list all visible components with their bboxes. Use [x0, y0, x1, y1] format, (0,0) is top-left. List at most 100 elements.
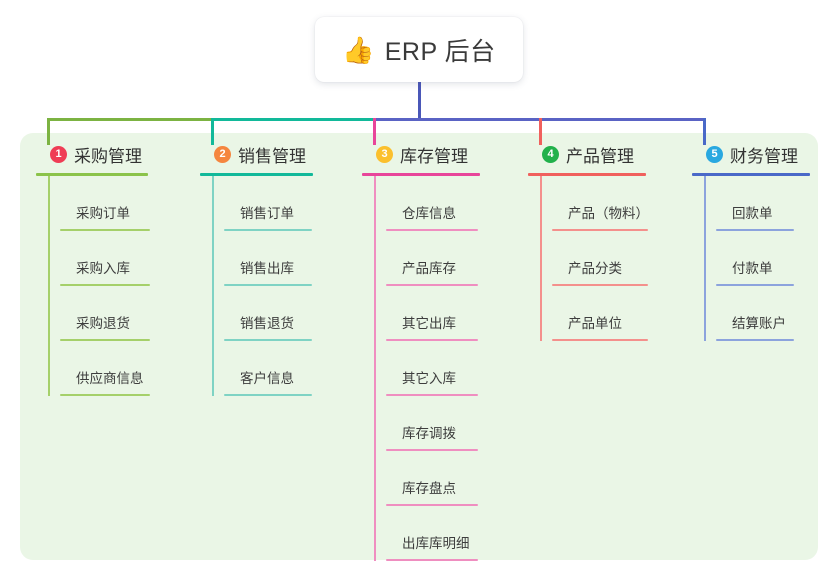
- leaf-list-3: 仓库信息产品库存其它出库其它入库库存调拨库存盘点出库库明细: [362, 176, 480, 561]
- column-采购管理: 1 采购管理采购订单采购入库采购退货供应商信息: [36, 140, 150, 396]
- leaf-spine-4: [540, 176, 542, 341]
- leaf-item[interactable]: 采购订单: [60, 176, 150, 231]
- leaf-underline: [386, 229, 478, 231]
- leaf-item[interactable]: 供应商信息: [60, 341, 150, 396]
- drop-line-5: [703, 118, 706, 145]
- leaf-spine-3: [374, 176, 376, 561]
- root-node[interactable]: 👍 ERP 后台: [315, 17, 523, 82]
- drop-line-4: [539, 118, 542, 145]
- leaf-item[interactable]: 结算账户: [716, 286, 810, 341]
- column-underline-4: [528, 173, 646, 176]
- leaf-spine-1: [48, 176, 50, 396]
- diagram-panel: [20, 133, 818, 560]
- leaf-item[interactable]: 回款单: [716, 176, 810, 231]
- column-header-1[interactable]: 1 采购管理: [36, 140, 148, 168]
- column-badge-5: 5: [706, 145, 723, 163]
- leaf-label: 采购退货: [76, 316, 130, 331]
- leaf-underline: [552, 284, 648, 286]
- leaf-underline: [386, 504, 478, 506]
- leaf-underline: [386, 284, 478, 286]
- thumbs-up-icon: 👍: [342, 34, 375, 65]
- column-header-5[interactable]: 5 财务管理: [692, 140, 810, 168]
- leaf-label: 产品单位: [568, 316, 622, 331]
- leaf-item[interactable]: 其它入库: [386, 341, 480, 396]
- leaf-item[interactable]: 其它出库: [386, 286, 480, 341]
- leaf-label: 采购订单: [76, 206, 130, 221]
- leaf-label: 产品（物料）: [568, 206, 649, 221]
- column-badge-4: 4: [542, 145, 559, 163]
- column-underline-1: [36, 173, 148, 176]
- column-header-2[interactable]: 2 销售管理: [200, 140, 313, 168]
- leaf-underline: [716, 339, 794, 341]
- column-badge-2: 2: [214, 145, 231, 163]
- leaf-label: 客户信息: [240, 371, 294, 386]
- column-title-2: 销售管理: [238, 146, 306, 166]
- leaf-underline: [386, 394, 478, 396]
- leaf-label: 采购入库: [76, 261, 130, 276]
- leaf-list-4: 产品（物料） 产品分类产品单位: [528, 176, 649, 341]
- leaf-label: 付款单: [732, 261, 773, 276]
- leaf-item[interactable]: 客户信息: [224, 341, 313, 396]
- leaf-underline: [60, 229, 150, 231]
- column-财务管理: 5 财务管理回款单付款单结算账户: [692, 140, 810, 341]
- column-badge-1: 1: [50, 145, 67, 163]
- leaf-underline: [552, 339, 648, 341]
- column-title-1: 采购管理: [74, 146, 142, 166]
- leaf-label: 其它入库: [402, 371, 456, 386]
- leaf-label: 销售订单: [240, 206, 294, 221]
- leaf-underline: [386, 339, 478, 341]
- leaf-label: 库存盘点: [402, 481, 456, 496]
- leaf-label: 回款单: [732, 206, 773, 221]
- bus-segment-1: [47, 118, 213, 121]
- leaf-item[interactable]: 产品库存: [386, 231, 480, 286]
- column-underline-5: [692, 173, 810, 176]
- leaf-label: 产品分类: [568, 261, 622, 276]
- drop-line-2: [211, 118, 214, 145]
- leaf-underline: [386, 559, 478, 561]
- leaf-spine-2: [212, 176, 214, 396]
- column-销售管理: 2 销售管理销售订单销售出库销售退货客户信息: [200, 140, 313, 396]
- column-badge-3: 3: [376, 145, 393, 163]
- column-title-5: 财务管理: [730, 146, 798, 166]
- leaf-label: 其它出库: [402, 316, 456, 331]
- drop-line-3: [373, 118, 376, 145]
- leaf-underline: [224, 339, 312, 341]
- leaf-item[interactable]: 销售订单: [224, 176, 313, 231]
- root-title: ERP 后台: [384, 37, 496, 66]
- leaf-label: 库存调拨: [402, 426, 456, 441]
- leaf-underline: [224, 284, 312, 286]
- drop-line-1: [47, 118, 50, 145]
- leaf-item[interactable]: 库存盘点: [386, 451, 480, 506]
- bus-segment-2: [211, 118, 375, 121]
- leaf-underline: [224, 229, 312, 231]
- leaf-underline: [386, 449, 478, 451]
- column-underline-2: [200, 173, 313, 176]
- leaf-underline: [60, 394, 150, 396]
- leaf-underline: [60, 284, 150, 286]
- leaf-underline: [552, 229, 648, 231]
- bus-segment-4: [539, 118, 705, 121]
- leaf-underline: [716, 284, 794, 286]
- leaf-item[interactable]: 出库库明细: [386, 506, 480, 561]
- leaf-label: 销售退货: [240, 316, 294, 331]
- leaf-item[interactable]: 产品单位: [552, 286, 648, 341]
- leaf-list-1: 采购订单采购入库采购退货供应商信息: [36, 176, 150, 396]
- leaf-item[interactable]: 付款单: [716, 231, 810, 286]
- leaf-item[interactable]: 库存调拨: [386, 396, 480, 451]
- leaf-item[interactable]: 产品（物料）: [552, 176, 649, 231]
- leaf-item[interactable]: 仓库信息: [386, 176, 480, 231]
- leaf-label: 销售出库: [240, 261, 294, 276]
- leaf-label: 供应商信息: [76, 371, 144, 386]
- leaf-item[interactable]: 销售退货: [224, 286, 313, 341]
- leaf-list-5: 回款单付款单结算账户: [692, 176, 810, 341]
- leaf-item[interactable]: 产品分类: [552, 231, 648, 286]
- leaf-label: 结算账户: [732, 316, 786, 331]
- bus-segment-3: [373, 118, 541, 121]
- leaf-item[interactable]: 采购退货: [60, 286, 150, 341]
- leaf-item[interactable]: 销售出库: [224, 231, 313, 286]
- leaf-item[interactable]: 采购入库: [60, 231, 150, 286]
